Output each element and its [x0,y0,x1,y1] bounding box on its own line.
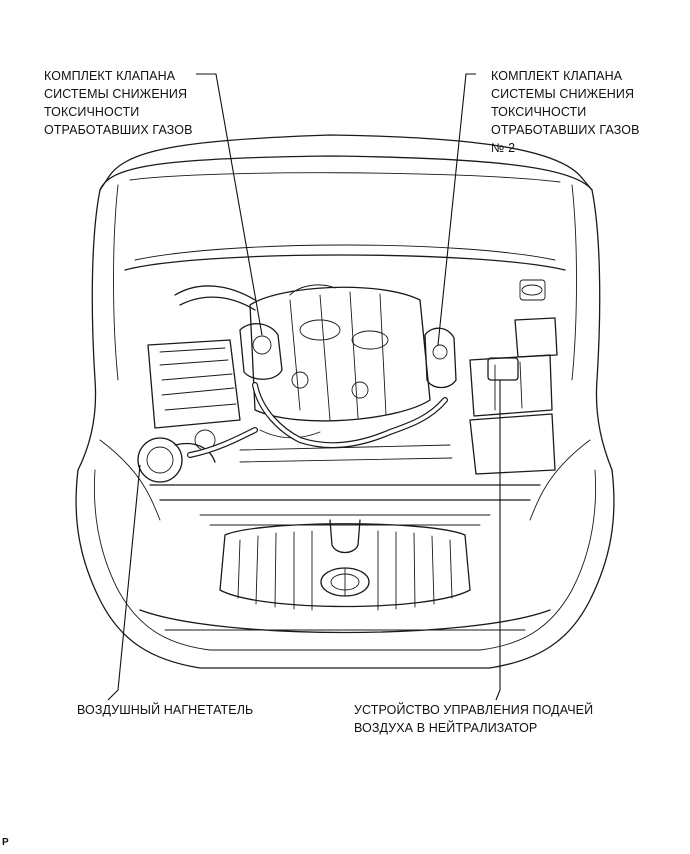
grille [149,484,541,611]
air-hose [187,382,448,458]
air-pump-label: ВОЗДУШНЫЙ НАГНЕТАТЕЛЬ [77,703,254,717]
egr-valve-kit-label: КОМПЛЕКТ КЛАПАНА СИСТЕМЫ СНИЖЕНИЯ ТОКСИЧ… [44,69,193,137]
egr-valve-kit-2-label: КОМПЛЕКТ КЛАПАНА СИСТЕМЫ СНИЖЕНИЯ ТОКСИЧ… [491,69,640,155]
corner-mark: P [2,837,9,848]
hood [99,134,593,191]
leader-lines [107,73,501,701]
engine-components [137,279,558,483]
air-injection-driver-label: УСТРОЙСТВО УПРАВЛЕНИЯ ПОДАЧЕЙ ВОЗДУХА В … [354,703,594,735]
vehicle-body [75,184,615,669]
